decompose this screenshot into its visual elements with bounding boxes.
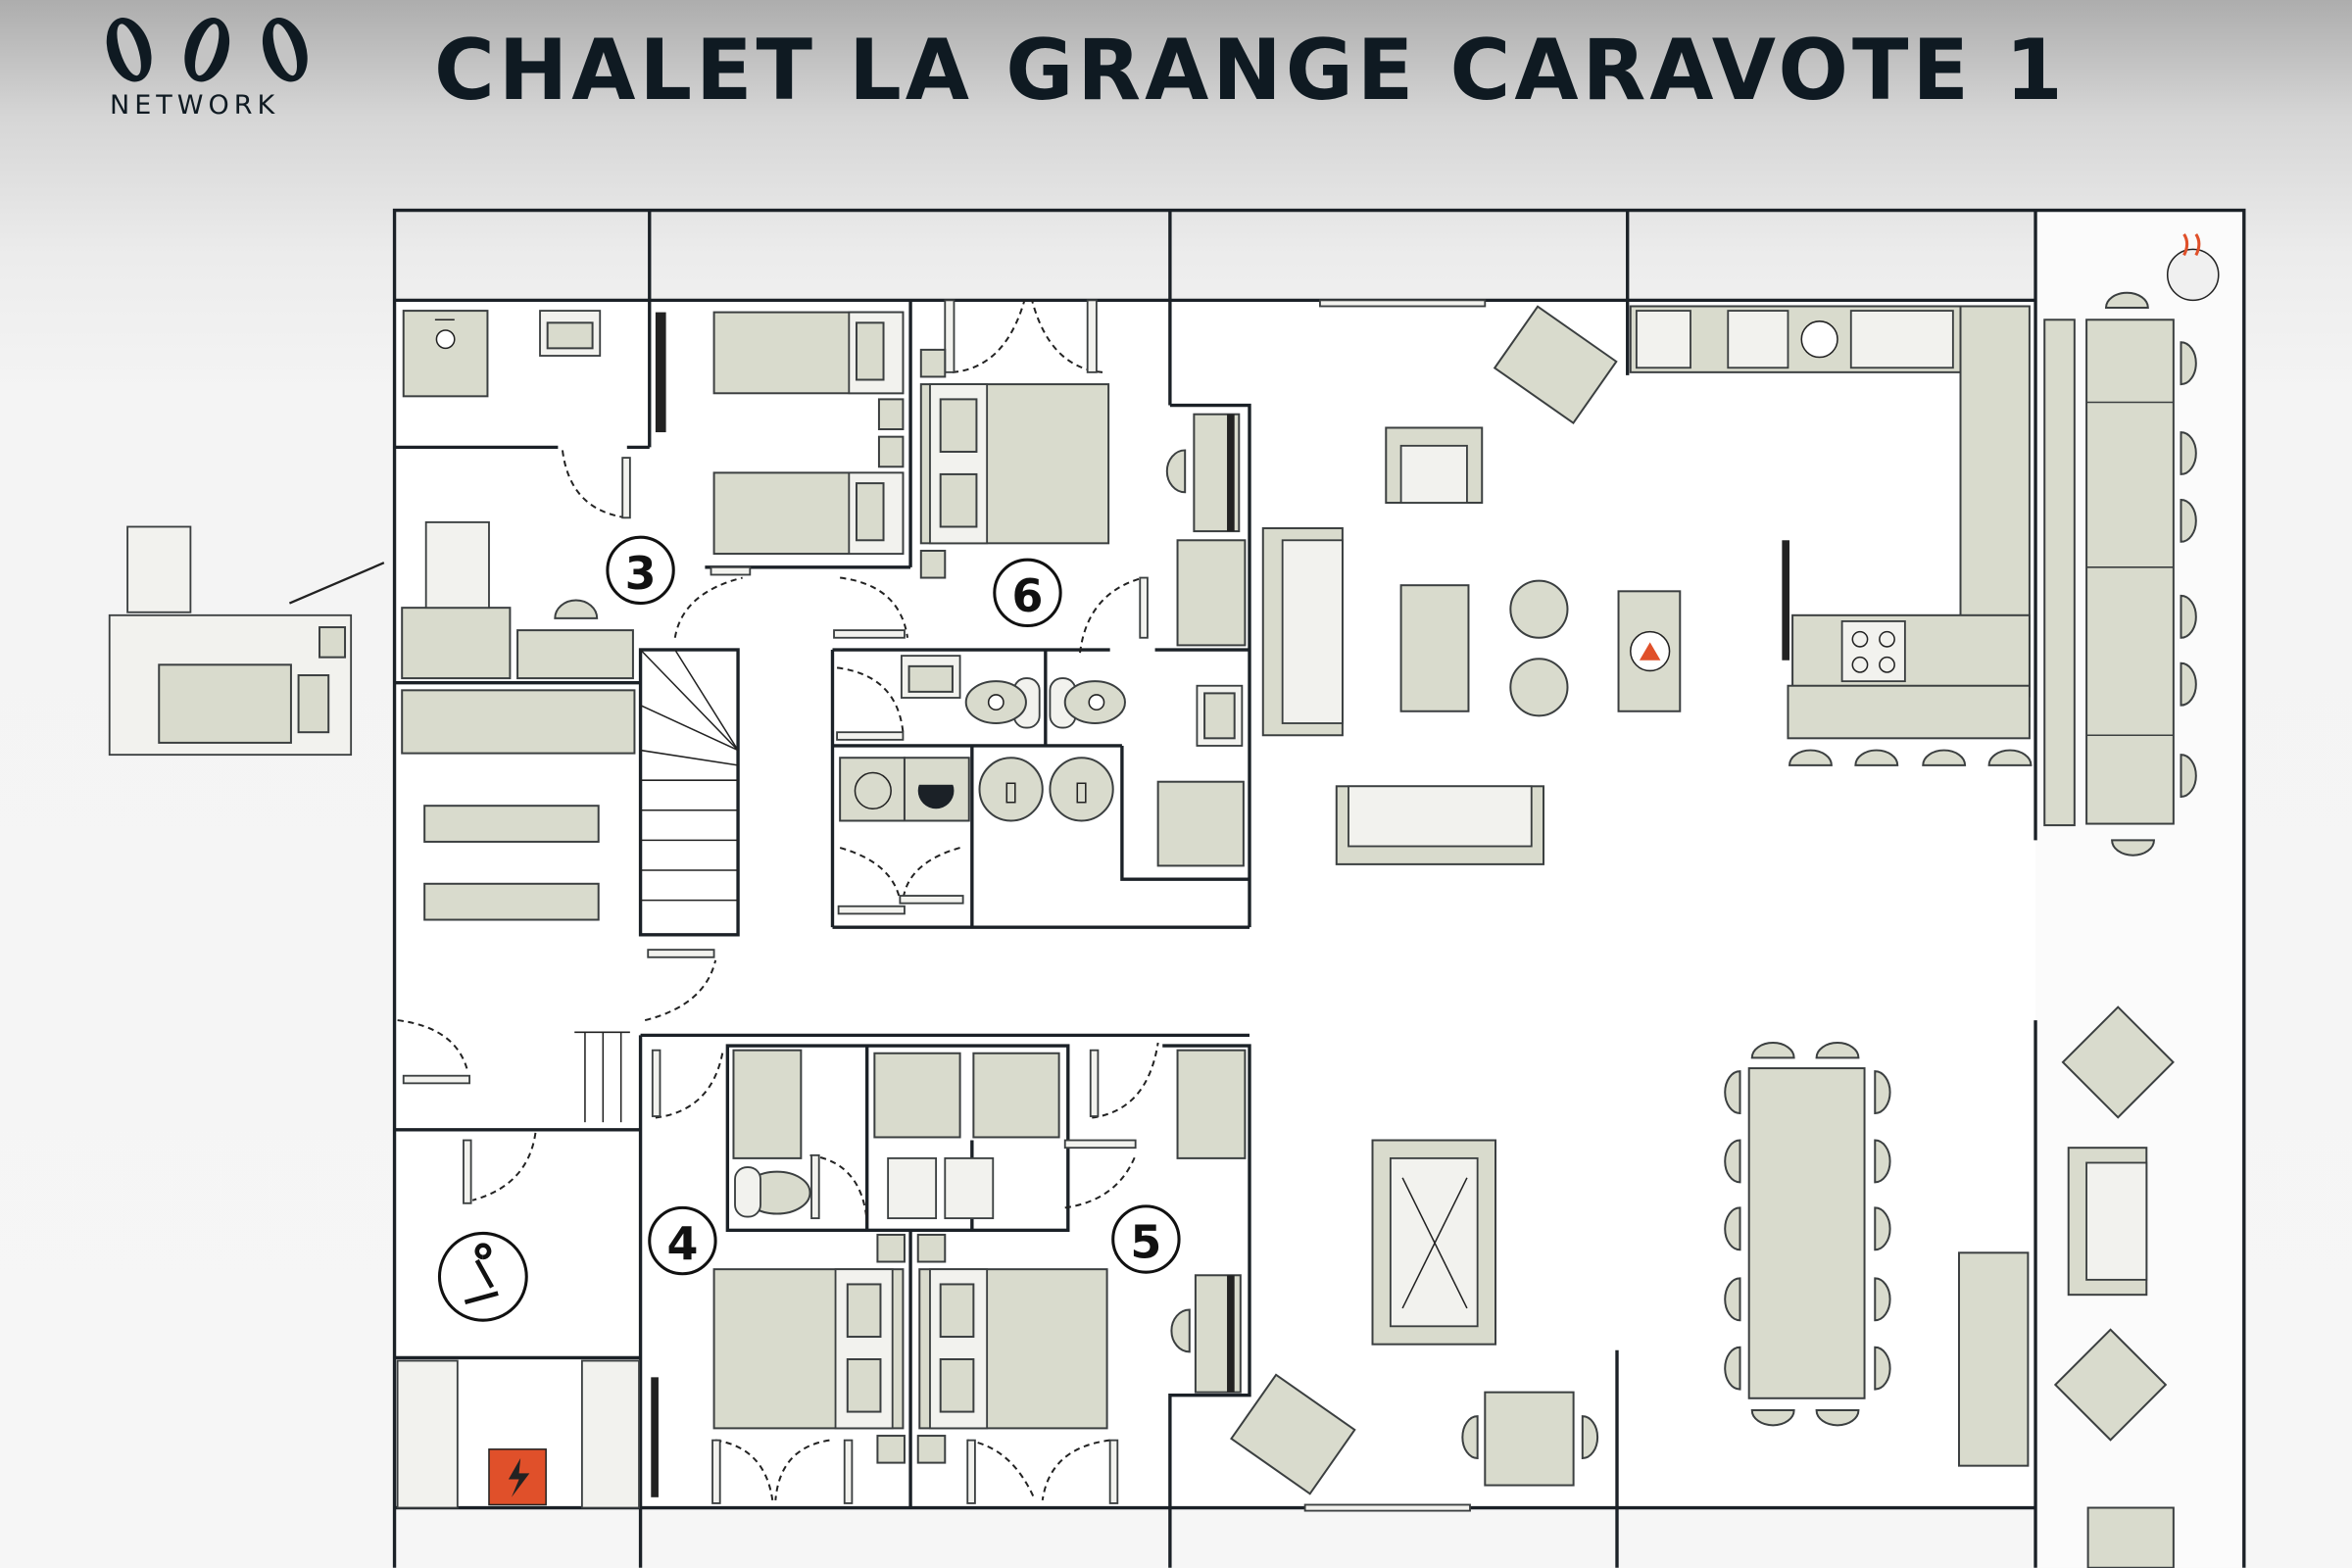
- barbecue-icon: [2166, 233, 2220, 302]
- furniture: ▯ ▯: [108, 233, 2220, 1568]
- svg-text:4: 4: [666, 1217, 698, 1270]
- water-heater-icon: [1049, 757, 1114, 822]
- dining-chairs: [1724, 1042, 1891, 1427]
- svg-text:3: 3: [625, 547, 657, 600]
- chair: [1165, 449, 1187, 494]
- pouf: [1509, 579, 1569, 639]
- room-number-4: 4: [648, 1205, 717, 1276]
- dryer-icon: [839, 757, 906, 822]
- shower-tray: [1156, 780, 1245, 867]
- chair: [1170, 1308, 1191, 1353]
- table: [1484, 1391, 1575, 1487]
- storage: [580, 1359, 640, 1509]
- svg-text:▯: ▯: [1004, 775, 1018, 807]
- wardrobe: [1176, 539, 1247, 647]
- bench: [401, 689, 636, 755]
- staircase: [640, 649, 739, 902]
- svg-text:5: 5: [1130, 1216, 1161, 1269]
- shower-tray: [873, 1052, 961, 1139]
- sideboard: [1957, 1251, 2030, 1467]
- pouf: [1509, 658, 1569, 717]
- shower-tray: [402, 310, 489, 398]
- storage: [396, 1359, 459, 1509]
- svg-text:▯: ▯: [1074, 775, 1089, 807]
- terrace-table: [2085, 318, 2175, 825]
- armchair: [1493, 305, 1618, 425]
- sink-icon: [1849, 310, 1954, 369]
- room-number-3: 3: [606, 535, 675, 606]
- toilet-icon: [734, 1166, 811, 1218]
- sink-icon: [944, 1156, 995, 1220]
- tv-icon: [1782, 540, 1790, 661]
- room-number-5: 5: [1111, 1204, 1181, 1274]
- tv-icon: [1227, 1275, 1235, 1393]
- logo-text: NETWORK: [110, 90, 280, 121]
- tv-icon: [651, 1377, 659, 1497]
- lounge-chair: [2053, 1328, 2168, 1442]
- toilet-icon: [964, 677, 1041, 729]
- lounge-chair: [2061, 1005, 2175, 1119]
- shower-icon: [434, 318, 456, 350]
- bench: [2043, 318, 2076, 827]
- stove-icon: [1840, 620, 1906, 683]
- doors: [397, 299, 1487, 1512]
- wardrobe: [1176, 1049, 1247, 1159]
- dining-table: [1747, 1067, 1866, 1399]
- water-heater-icon: [978, 757, 1044, 822]
- sink-icon: [887, 1156, 938, 1220]
- terrace-chairs: [2104, 291, 2197, 857]
- ladder: [424, 520, 490, 610]
- ski-bench: [423, 805, 600, 843]
- room-number-6: 6: [993, 558, 1062, 628]
- toilet-icon: [1049, 677, 1126, 729]
- arrow-icon: [288, 562, 385, 605]
- bar-stools: [1788, 749, 2033, 766]
- dishwasher-icon: [1727, 310, 1789, 369]
- wardrobe: [732, 1049, 803, 1159]
- tv-icon: [655, 312, 666, 433]
- chair: [554, 599, 599, 619]
- coffee-table: [1399, 584, 1470, 712]
- armchair: [1230, 1373, 1356, 1495]
- svg-text:6: 6: [1011, 569, 1043, 622]
- tv-icon: [1227, 414, 1235, 532]
- exercise-bike-icon: [437, 1231, 528, 1322]
- ski-rack-icon: [574, 1031, 630, 1123]
- ski-bench: [423, 882, 600, 921]
- wine-cooler-icon: [1800, 320, 1838, 359]
- kitchen-island: [1787, 684, 2031, 740]
- shower-tray: [972, 1052, 1060, 1139]
- kitchen-counter: [1791, 613, 2031, 698]
- page-title: CHALET LA GRANGE CARAVOTE 1: [434, 22, 2067, 120]
- walls: [392, 208, 2246, 1568]
- logo-icon: [106, 18, 308, 82]
